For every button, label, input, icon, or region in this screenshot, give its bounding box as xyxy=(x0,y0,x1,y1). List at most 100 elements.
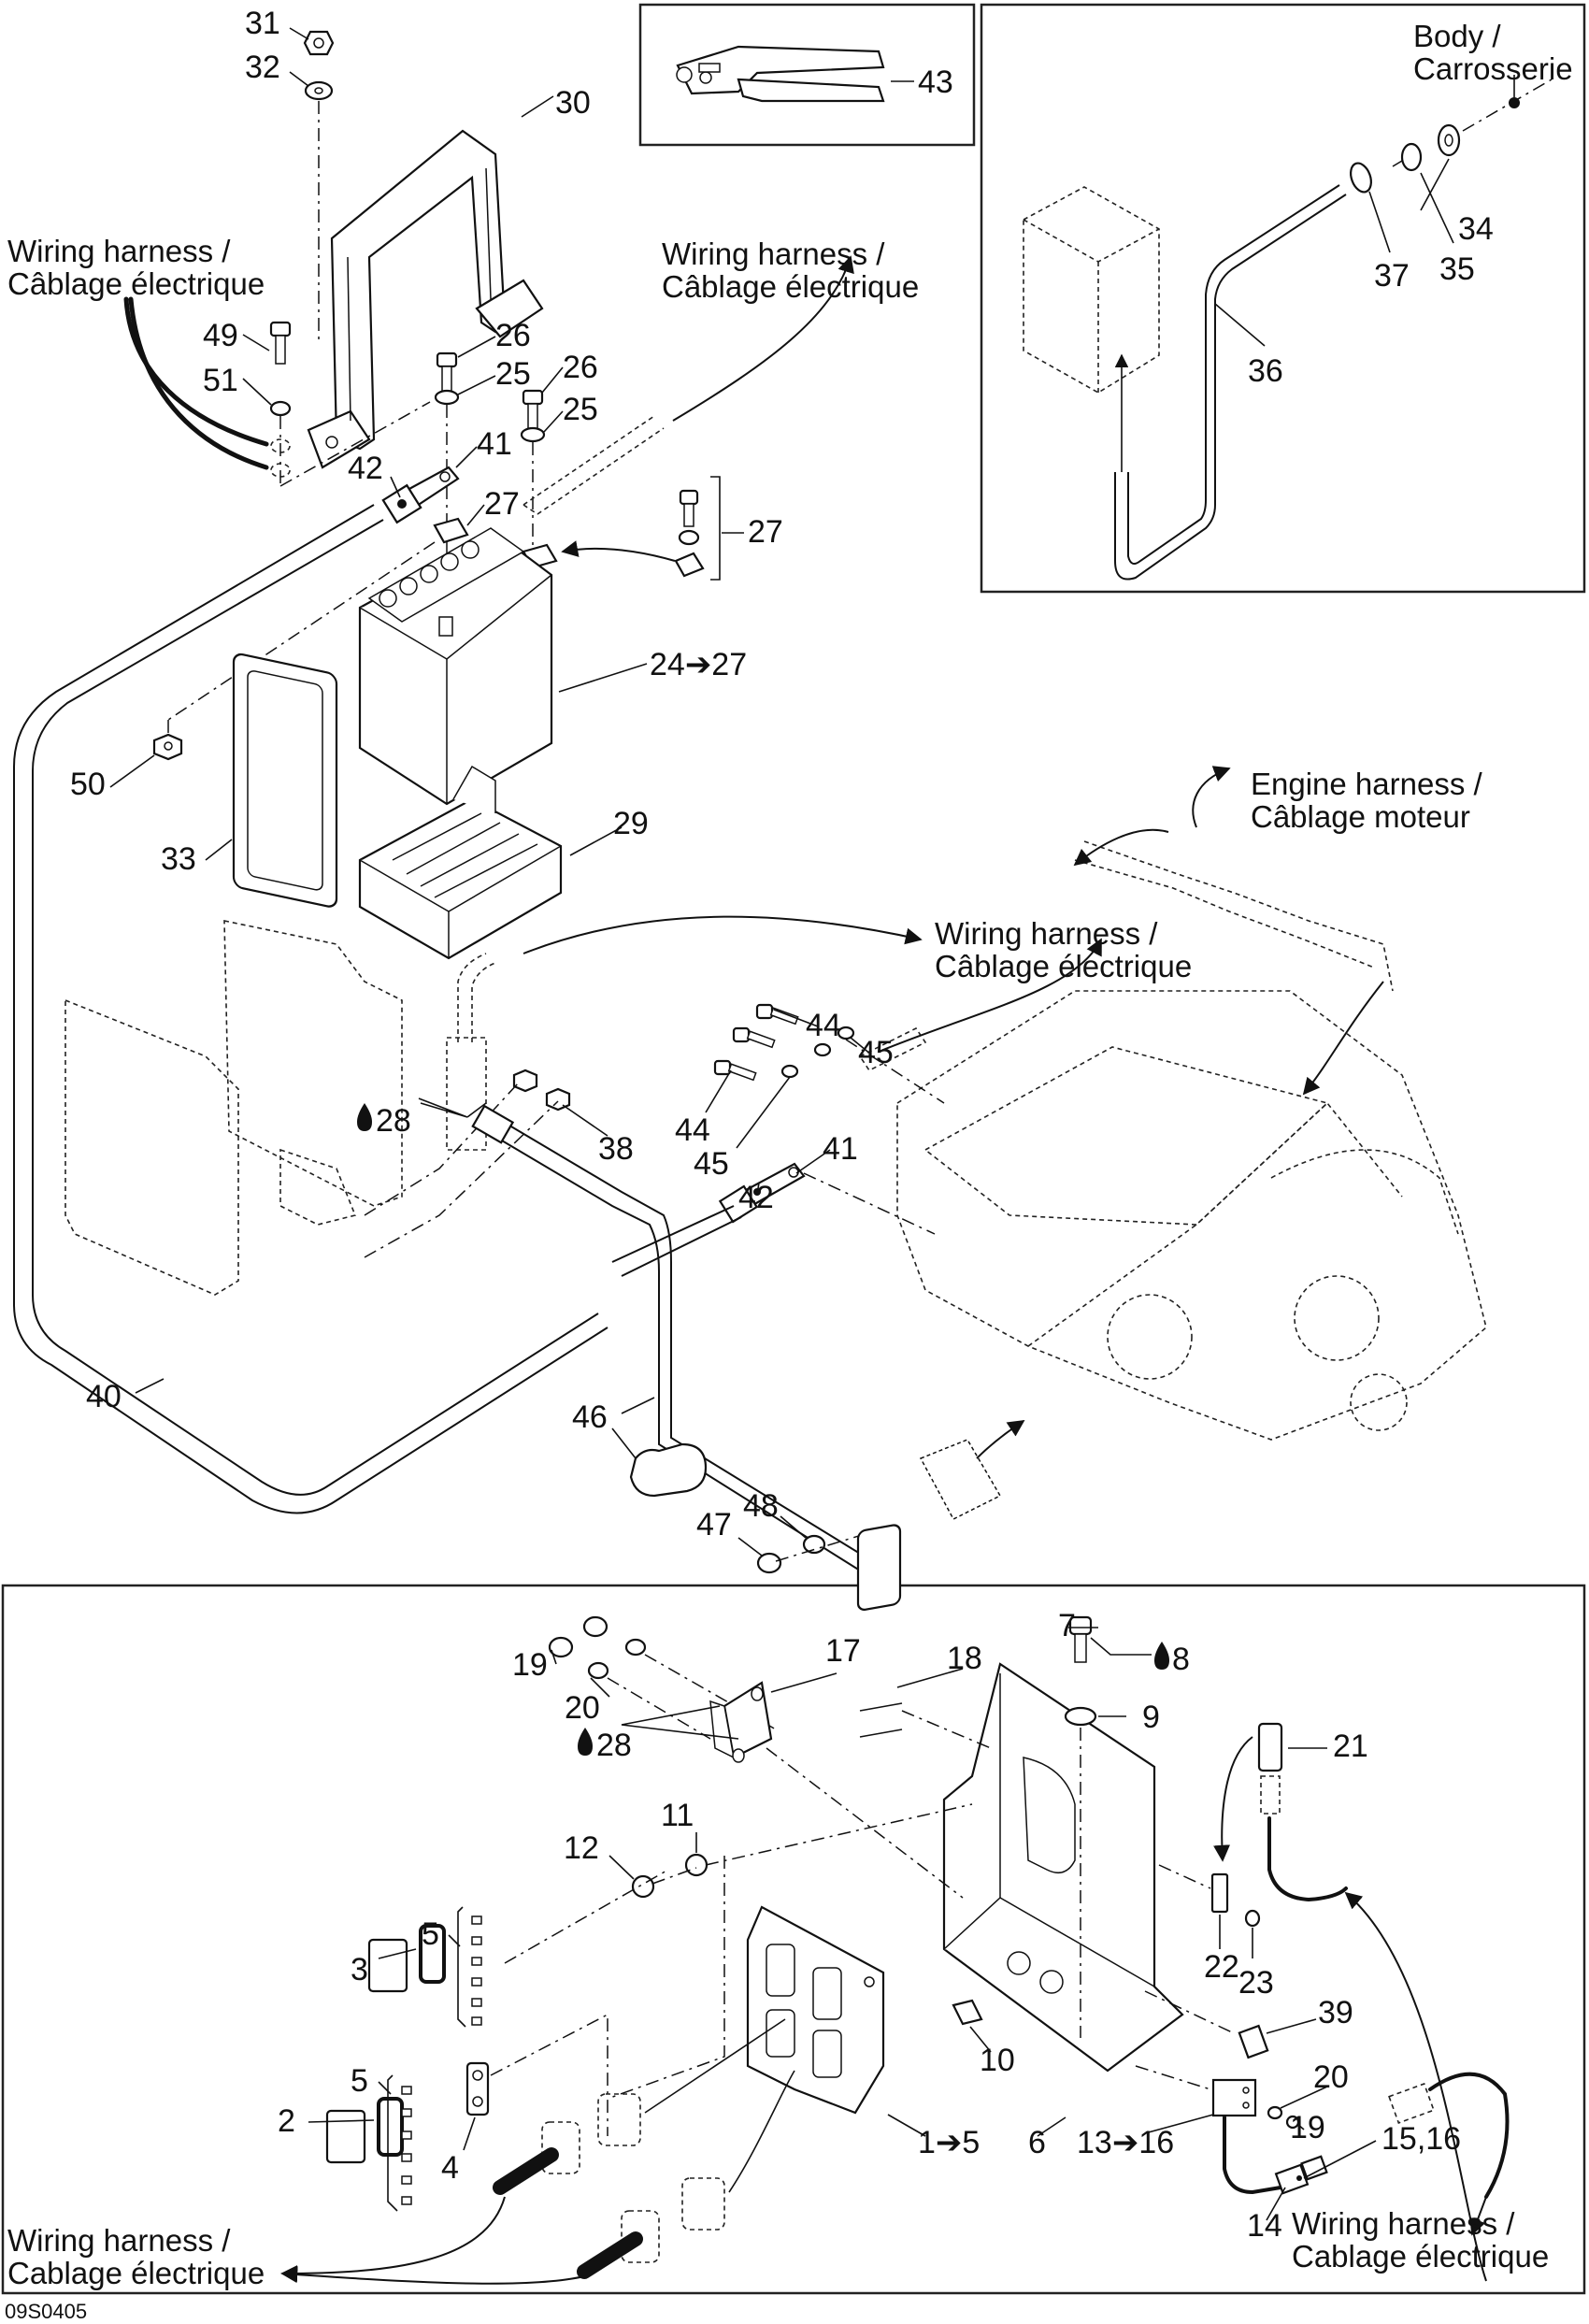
callout-25-a: 25 xyxy=(495,356,531,392)
callout-45-b: 45 xyxy=(694,1146,729,1182)
cable-sleeve-42 xyxy=(381,483,422,524)
callout-4: 4 xyxy=(441,2150,459,2186)
callout-10: 10 xyxy=(980,2043,1015,2078)
callout-26-a: 26 xyxy=(495,318,531,353)
callout-34: 34 xyxy=(1458,211,1494,247)
battery-ghost xyxy=(1023,186,1160,394)
callout-8: 8 xyxy=(1154,1642,1190,1677)
ghost-cable-end xyxy=(523,415,665,515)
clip-10 xyxy=(952,1999,983,2026)
harness-plug-a xyxy=(493,2093,641,2195)
bolt-26-a xyxy=(436,351,458,395)
washer-20-b xyxy=(587,1661,609,1680)
svg-text:Wiring harness /: Wiring harness / xyxy=(935,916,1158,951)
callout-32: 32 xyxy=(245,50,280,85)
callout-3: 3 xyxy=(351,1952,368,1987)
callout-46: 46 xyxy=(572,1399,608,1435)
callout-42-a: 42 xyxy=(348,451,383,486)
drop-icon xyxy=(578,1728,593,1756)
washer-45-b xyxy=(813,1042,832,1057)
svg-text:Wiring harness /: Wiring harness / xyxy=(662,237,885,271)
bolt-49 xyxy=(269,321,292,365)
callout-17: 17 xyxy=(825,1633,861,1669)
callout-37: 37 xyxy=(1374,258,1410,294)
callout-12: 12 xyxy=(564,1830,599,1866)
callout-6: 6 xyxy=(1028,2125,1046,2160)
ground-cable-40 xyxy=(13,504,608,1514)
washer-45-a xyxy=(837,1026,855,1040)
drop-icon xyxy=(1154,1642,1169,1670)
battery xyxy=(358,527,553,806)
mounting-bracket-6 xyxy=(942,1662,1184,2073)
callout-45-a: 45 xyxy=(858,1035,894,1070)
callout-44-a: 44 xyxy=(806,1008,841,1043)
ecm-module xyxy=(746,1905,885,2115)
callout-18: 18 xyxy=(947,1641,982,1676)
callouts: 31 32 30 49 51 26 25 26 25 42 41 27 27 2… xyxy=(70,6,1494,2244)
harness-cable-b xyxy=(128,296,269,470)
clip-22 xyxy=(1210,1872,1229,1914)
nut-19-b xyxy=(548,1636,574,1658)
callout-28-a: 28 xyxy=(357,1103,411,1139)
svg-text:Carrosserie: Carrosserie xyxy=(1413,51,1573,86)
note-wiring-harness-top-left: Wiring harness / Câblage électrique xyxy=(7,234,265,301)
body-ground-panel-frame xyxy=(980,3,1586,594)
hold-down-bracket-30 xyxy=(307,129,544,469)
harness-ghost-connector xyxy=(1388,2083,1435,2124)
svg-text:Wiring harness /: Wiring harness / xyxy=(7,2223,231,2258)
callout-25-b: 25 xyxy=(563,392,598,427)
svg-text:28: 28 xyxy=(596,1728,632,1763)
callout-26-b: 26 xyxy=(563,350,598,385)
callout-43: 43 xyxy=(918,65,953,100)
connector-seal-2 xyxy=(325,2097,404,2164)
terminal-pins-5-a xyxy=(457,1906,482,2028)
grommet-34 xyxy=(1437,123,1461,157)
bolt-26-b xyxy=(522,389,544,433)
callout-50: 50 xyxy=(70,767,106,802)
washer-48 xyxy=(802,1534,826,1555)
bolt-44-c xyxy=(713,1059,757,1082)
svg-text:Cablage électrique: Cablage électrique xyxy=(7,2256,265,2290)
note-engine-harness: Engine harness / Câblage moteur xyxy=(1251,767,1482,834)
square-nut-27-a xyxy=(433,517,469,544)
relay-17 xyxy=(709,1681,773,1763)
note-wiring-harness-bottom-right: Wiring harness / Cablage électrique xyxy=(1292,2206,1549,2274)
engine-ghost xyxy=(896,990,1487,1441)
tool-panel-frame xyxy=(638,3,976,147)
washer-25-b xyxy=(520,426,546,443)
callout-41-a: 41 xyxy=(477,426,512,462)
callout-35: 35 xyxy=(1439,251,1475,287)
callout-23: 23 xyxy=(1238,1965,1274,2001)
reference-code: 09S0405 xyxy=(5,2300,87,2323)
washer-9 xyxy=(1064,1706,1097,1727)
callout-20-a: 20 xyxy=(565,1690,600,1726)
clamp-37 xyxy=(1350,162,1372,194)
callout-38: 38 xyxy=(598,1131,634,1167)
harness-cable-a xyxy=(123,296,269,447)
callout-21: 21 xyxy=(1333,1729,1368,1764)
callout-27-b: 27 xyxy=(748,514,783,550)
fastener-set-27 xyxy=(674,476,721,581)
callout-15-16: 15,16 xyxy=(1381,2121,1461,2157)
callout-13-16: 13➔16 xyxy=(1077,2125,1174,2160)
battery-tray-29 xyxy=(358,765,563,960)
callout-22: 22 xyxy=(1204,1949,1239,1985)
callout-31: 31 xyxy=(245,6,280,41)
washer-20-c xyxy=(1267,2105,1283,2120)
callout-40: 40 xyxy=(86,1379,122,1414)
callout-28-b: 28 xyxy=(578,1728,632,1763)
washer-25-a xyxy=(434,389,460,406)
callout-42-b: 42 xyxy=(738,1180,774,1215)
callout-36: 36 xyxy=(1248,353,1283,389)
bolt-44-b xyxy=(732,1026,776,1049)
callout-2: 2 xyxy=(278,2103,295,2139)
washer-20-a xyxy=(624,1638,647,1657)
connector-14 xyxy=(1274,2155,1328,2195)
svg-text:28: 28 xyxy=(376,1103,411,1139)
callout-20-b: 20 xyxy=(1313,2059,1349,2095)
nut-50 xyxy=(152,733,183,761)
callout-7: 7 xyxy=(1058,1608,1076,1643)
svg-text:Cablage électrique: Cablage électrique xyxy=(1292,2239,1549,2274)
nut-47 xyxy=(756,1552,782,1574)
svg-text:Wiring harness /: Wiring harness / xyxy=(7,234,231,268)
